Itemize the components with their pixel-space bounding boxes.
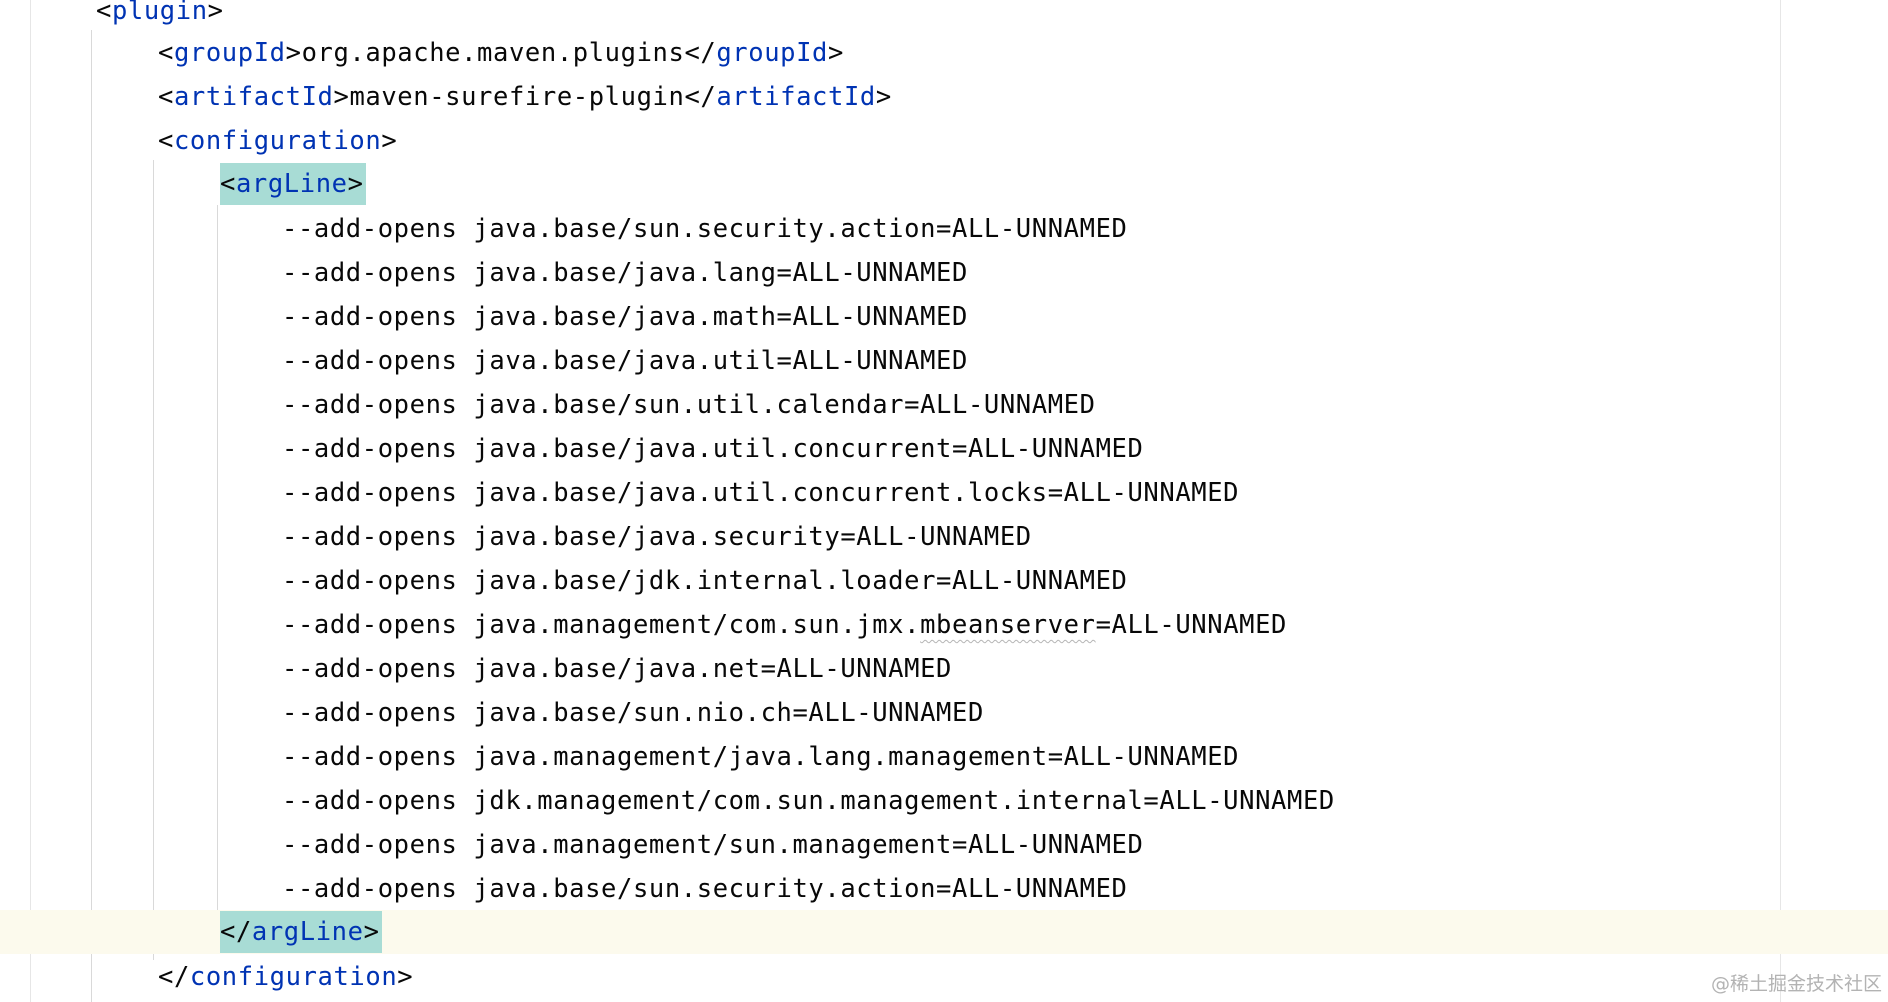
code-line-arg[interactable]: --add-opens java.base/java.util.concurre…: [282, 434, 1144, 464]
arg-text: --add-opens java.management/com.sun.jmx.: [282, 610, 921, 640]
bracket: </: [220, 917, 252, 947]
bracket: >: [347, 169, 364, 199]
watermark: @稀土掘金技术社区: [1710, 973, 1882, 995]
tag-name: configuration: [189, 962, 398, 992]
indent-guide: [91, 30, 92, 1002]
code-line-arg[interactable]: --add-opens java.base/java.net=ALL-UNNAM…: [282, 654, 952, 684]
code-line-arg[interactable]: --add-opens java.base/jdk.internal.loade…: [282, 566, 1128, 596]
tag-text: org.apache.maven.plugins: [301, 38, 685, 68]
tag-name: artifactId: [716, 82, 876, 112]
code-line-arg[interactable]: --add-opens java.management/com.sun.jmx.…: [282, 603, 1287, 647]
bracket: <: [158, 126, 174, 156]
code-line-configuration-open[interactable]: <configuration>: [158, 119, 397, 163]
code-line-arg[interactable]: --add-opens java.base/java.security=ALL-…: [282, 522, 1032, 552]
bracket: <: [96, 0, 112, 26]
bracket: >: [333, 82, 350, 112]
tag-name: plugin: [111, 0, 208, 26]
tag-name: argLine: [251, 917, 364, 947]
right-margin-guide: [1780, 0, 1781, 1002]
code-line-argline-open[interactable]: <argLine>: [220, 163, 366, 205]
code-line-groupid[interactable]: <groupId>org.apache.maven.plugins</group…: [158, 31, 844, 75]
code-line-configuration-close[interactable]: </configuration>: [158, 955, 413, 999]
code-line-argline-close[interactable]: </argLine>: [220, 911, 382, 953]
bracket: <: [158, 38, 174, 68]
code-line-arg[interactable]: --add-opens java.base/sun.security.actio…: [282, 214, 1128, 244]
code-line-arg[interactable]: --add-opens java.base/sun.nio.ch=ALL-UNN…: [282, 698, 984, 728]
bracket: </: [158, 962, 190, 992]
tag-name: groupId: [716, 38, 829, 68]
tag-name: argLine: [235, 169, 348, 199]
code-line-arg[interactable]: --add-opens java.base/java.util=ALL-UNNA…: [282, 346, 968, 376]
editor-gutter-edge: [30, 0, 31, 1002]
bracket: >: [363, 917, 380, 947]
bracket: >: [828, 38, 844, 68]
code-line-arg[interactable]: --add-opens java.base/sun.security.actio…: [282, 874, 1128, 904]
code-line-plugin-open[interactable]: <plugin>: [96, 0, 224, 33]
code-line-arg[interactable]: --add-opens java.base/java.math=ALL-UNNA…: [282, 302, 968, 332]
bracket: >: [207, 0, 224, 26]
bracket: >: [381, 126, 398, 156]
code-line-arg[interactable]: --add-opens java.base/java.util.concurre…: [282, 478, 1240, 508]
arg-text: =ALL-UNNAMED: [1095, 610, 1288, 640]
indent-guide: [153, 160, 154, 960]
bracket: <: [220, 169, 236, 199]
tag-name: configuration: [173, 126, 382, 156]
code-line-arg[interactable]: --add-opens jdk.management/com.sun.manag…: [282, 786, 1335, 816]
code-line-arg[interactable]: --add-opens java.management/sun.manageme…: [282, 830, 1144, 860]
bracket: >: [397, 962, 414, 992]
bracket: >: [285, 38, 302, 68]
indent-guide: [217, 205, 218, 910]
bracket: <: [158, 82, 174, 112]
code-line-arg[interactable]: --add-opens java.base/java.lang=ALL-UNNA…: [282, 258, 968, 288]
code-line-artifactid[interactable]: <artifactId>maven-surefire-plugin</artif…: [158, 75, 892, 119]
code-line-arg[interactable]: --add-opens java.base/sun.util.calendar=…: [282, 390, 1096, 420]
bracket: </: [684, 82, 717, 112]
spelling-warning[interactable]: mbeanserver: [920, 610, 1096, 640]
tag-name: artifactId: [173, 82, 334, 112]
code-line-arg[interactable]: --add-opens java.management/java.lang.ma…: [282, 742, 1240, 772]
tag-name: groupId: [173, 38, 286, 68]
tag-text: maven-surefire-plugin: [349, 82, 685, 112]
bracket: >: [875, 82, 892, 112]
bracket: </: [684, 38, 717, 68]
